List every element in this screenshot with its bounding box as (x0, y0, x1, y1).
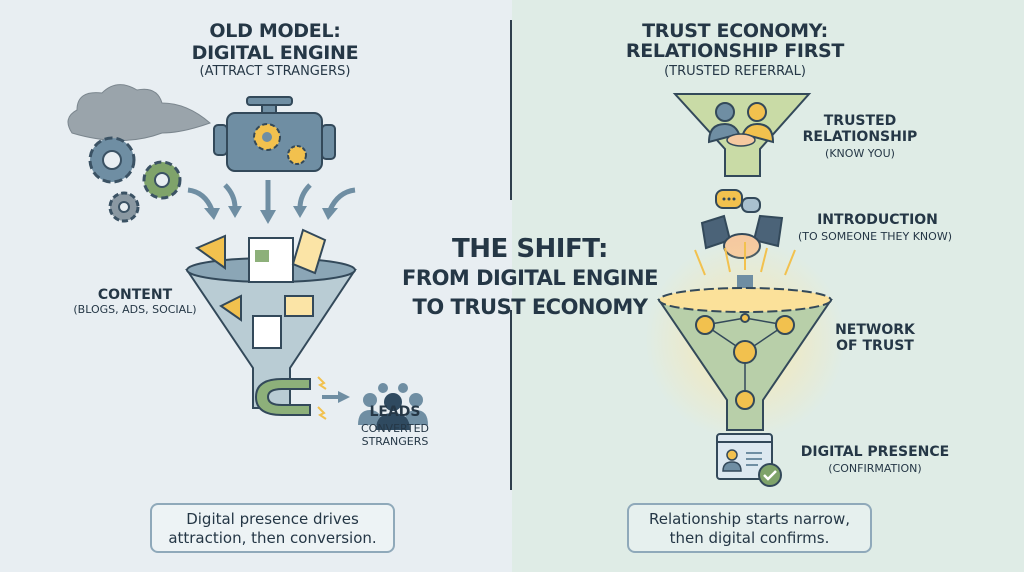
right-summary-line1: Relationship starts narrow, (648, 510, 851, 528)
left-subtitle: (ATTRACT STRANGERS) (199, 64, 351, 79)
right-summary-box: Relationship starts narrow, then digital… (627, 503, 872, 553)
right-subtitle: (TRUSTED REFERRAL) (664, 64, 806, 79)
step4-label: DIGITAL PRESENCE (800, 444, 950, 460)
content-label: CONTENT (97, 287, 173, 303)
step2-label: INTRODUCTION (817, 212, 938, 228)
trusted-relationship-funnel-icon (672, 93, 812, 177)
left-summary-box: Digital presence drives attraction, then… (150, 503, 395, 553)
step3-label-line1: NETWORK (835, 322, 915, 338)
step1-label-line2: RELATIONSHIP (802, 129, 918, 145)
shift-line2: FROM DIGITAL ENGINE (402, 266, 658, 290)
step3-label-line2: OF TRUST (836, 338, 914, 354)
right-title-line1: TRUST ECONOMY: (642, 20, 828, 42)
step2-sublabel: (TO SOMEONE THEY KNOW) (797, 230, 952, 243)
step4-sublabel: (CONFIRMATION) (828, 462, 922, 475)
left-title-line2: DIGITAL ENGINE (191, 42, 359, 64)
shift-line3: TO TRUST ECONOMY (412, 295, 648, 319)
leads-people-icon (358, 383, 428, 430)
leads-label: LEADS (369, 404, 421, 420)
left-summary-line1: Digital presence drives (186, 510, 359, 528)
shift-title: THE SHIFT: (452, 234, 608, 264)
digital-presence-profile-icon (716, 433, 782, 487)
right-title-line2: RELATIONSHIP FIRST (625, 40, 845, 62)
engine-icon (213, 96, 336, 172)
divider-top (510, 20, 512, 200)
network-of-trust-funnel-icon (645, 240, 845, 440)
divider-bottom (510, 310, 512, 490)
leads-sublabel-line2: STRANGERS (361, 435, 429, 448)
right-summary-line2: then digital confirms. (669, 529, 830, 547)
step1-sublabel: (KNOW YOU) (825, 147, 895, 160)
step1-label-line1: TRUSTED (823, 113, 897, 129)
leads-sublabel-line1: CONVERTED (360, 422, 430, 435)
left-summary-line2: attraction, then conversion. (168, 529, 377, 547)
gears-icon (88, 136, 182, 223)
left-title-line1: OLD MODEL: (209, 20, 341, 42)
smoke-cloud-icon (67, 84, 211, 141)
magnet-icon (254, 376, 350, 420)
inflow-arrows-icon (187, 180, 356, 224)
content-sublabel: (BLOGS, ADS, SOCIAL) (73, 303, 197, 316)
content-funnel-icon (185, 228, 357, 409)
